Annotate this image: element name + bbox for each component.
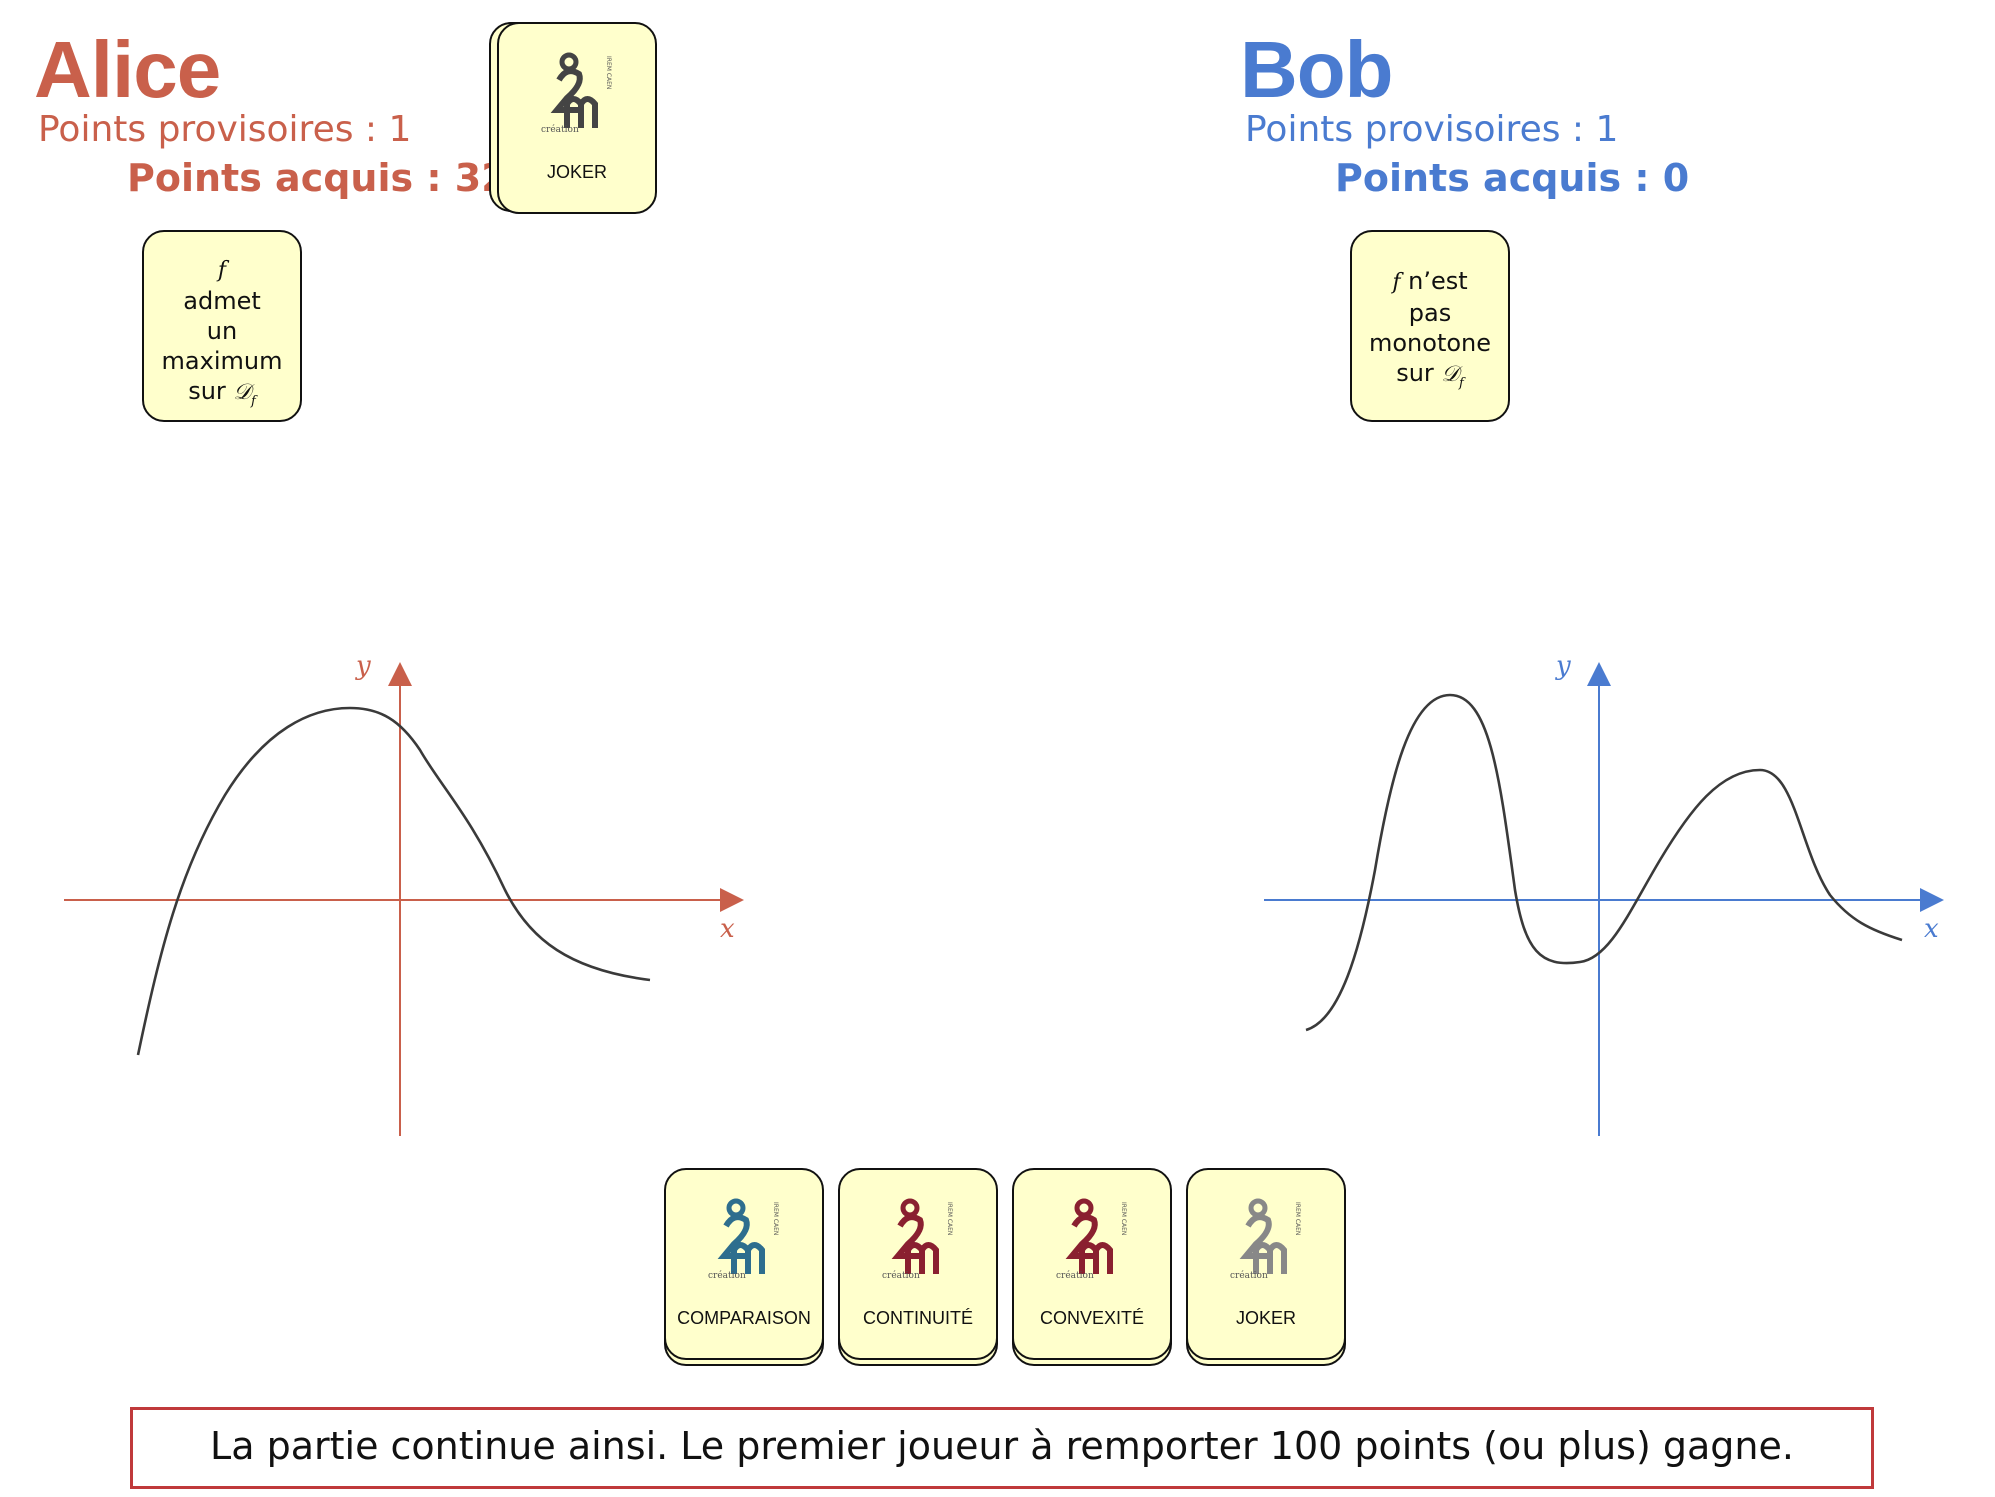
deck-card-convexite[interactable]: création IREM CAEN CONVEXITÉ [1012,1168,1172,1360]
deck-card-label-1: COMPARAISON [677,1308,811,1328]
deck-card-joker[interactable]: création IREM CAEN JOKER [1186,1168,1346,1360]
logo-creation-text: création [541,124,579,135]
alice-provisional-points: Points provisoires : 1 [38,109,412,150]
bob-name: Bob [1240,25,1394,114]
alice-card-domain-sub: f [250,393,256,409]
alice-function-graph: x y [64,651,744,1136]
alice-curve [136,706,651,1056]
alice-card-line-3: maximum [161,347,283,375]
deck-card-label-2: CONTINUITÉ [863,1308,973,1328]
bob-x-label: x [1924,914,1939,944]
alice-property-card[interactable]: f admet un maximum sur 𝒟f [142,230,302,422]
rules-message: La partie continue ainsi. Le premier jou… [210,1424,1794,1468]
svg-text:création: création [882,1270,920,1281]
irem-logo-blue-icon: création IREM CAEN [708,1198,779,1281]
bob-property-card[interactable]: f n’est pas monotone sur 𝒟f [1350,230,1510,422]
irem-logo-red-icon: création IREM CAEN [1056,1198,1127,1281]
bob-card-sur: sur [1396,359,1434,387]
alice-card-sur: sur [188,377,226,405]
alice-y-label: y [355,651,371,681]
deck-card-label-3: CONVEXITÉ [1039,1308,1145,1328]
top-joker-label: JOKER [546,162,607,182]
svg-text:création: création [1056,1270,1094,1281]
top-joker-card[interactable]: création IREM CAEN JOKER [497,22,657,214]
deck-card-comparaison[interactable]: création IREM CAEN COMPARAISON [664,1168,824,1360]
rules-message-box: La partie continue ainsi. Le premier jou… [130,1407,1874,1489]
svg-text:IREM CAEN: IREM CAEN [946,1202,953,1235]
bob-card-f: f [1392,270,1401,295]
irem-logo-icon: création IREM CAEN [541,52,612,135]
deck-card-continuite[interactable]: création IREM CAEN CONTINUITÉ [838,1168,998,1360]
bob-y-label: y [1555,651,1571,681]
bob-function-graph: x y [1264,651,1944,1136]
bob-card-domain-sub: f [1458,375,1464,391]
svg-text:IREM CAEN: IREM CAEN [605,56,612,89]
bob-acquired-points: Points acquis : 0 [1335,156,1690,200]
alice-name: Alice [34,25,221,114]
bob-card-line-1: pas [1408,299,1452,327]
alice-card-line-2: un [206,317,238,345]
bob-curve [1305,693,1903,1032]
bob-card-line-2: monotone [1368,329,1492,357]
alice-card-line-1: admet [183,287,261,315]
alice-card-domain: 𝒟 [233,380,251,405]
alice-card-f: f [217,258,227,283]
alice-x-label: x [720,914,735,944]
bob-provisional-points: Points provisoires : 1 [1245,109,1619,150]
irem-logo-red-icon: création IREM CAEN [882,1198,953,1281]
bob-card-domain: 𝒟 [1441,362,1459,387]
svg-text:création: création [1230,1270,1268,1281]
alice-acquired-points: Points acquis : 32 [127,156,508,200]
svg-text:création: création [708,1270,746,1281]
svg-text:IREM CAEN: IREM CAEN [1294,1202,1301,1235]
deck-card-label-4: JOKER [1235,1308,1296,1328]
svg-text:IREM CAEN: IREM CAEN [1120,1202,1127,1235]
svg-text:IREM CAEN: IREM CAEN [772,1202,779,1235]
bob-card-line-0: n’est [1400,267,1468,295]
irem-logo-grey-icon: création IREM CAEN [1230,1198,1301,1281]
